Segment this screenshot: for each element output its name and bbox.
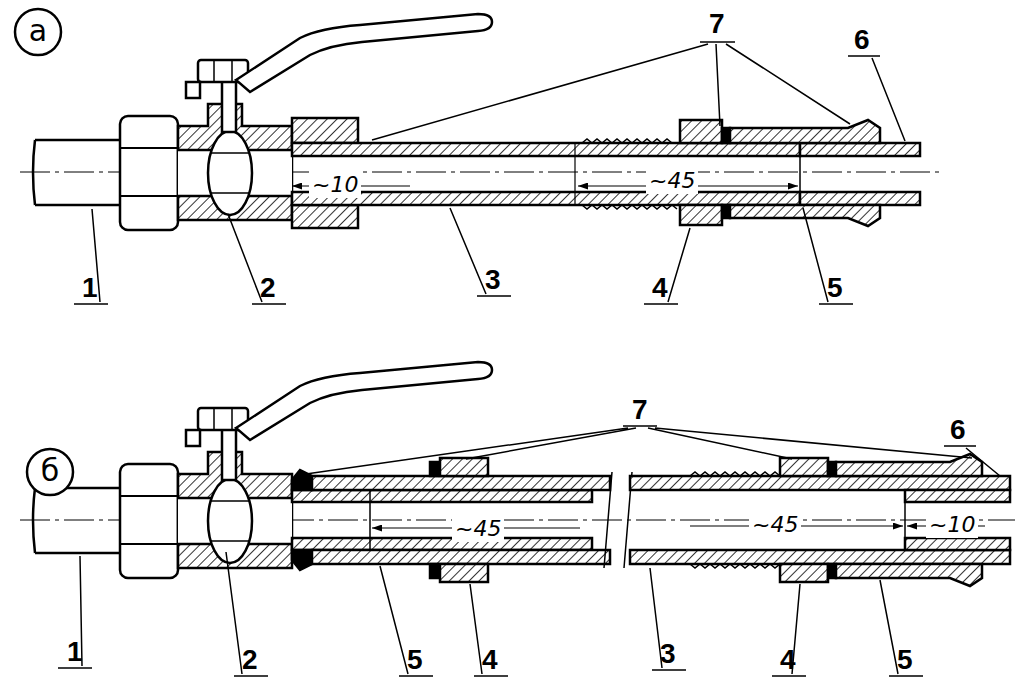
callout-number: 5 — [897, 646, 913, 674]
dimension-label: ~10 — [309, 171, 361, 198]
dimension-label: ~10 — [926, 511, 978, 538]
dimension-label: ~45 — [749, 511, 801, 538]
callout-number: 4 — [482, 646, 498, 674]
callout-number: 1 — [82, 274, 98, 302]
dimension-label: ~45 — [646, 167, 698, 194]
panel-letter: а — [29, 16, 47, 46]
panel-letter: б — [41, 456, 60, 486]
callout-number: 3 — [485, 266, 501, 294]
callout-number: 4 — [652, 274, 668, 302]
callout-number: 1 — [67, 638, 83, 666]
callout-number: 5 — [407, 646, 423, 674]
callout-number: 2 — [242, 646, 258, 674]
callout-number: 7 — [632, 396, 648, 424]
callout-number: 3 — [660, 640, 676, 668]
callout-number: 6 — [950, 416, 966, 444]
panel-letter-circle: а — [13, 7, 63, 57]
assembly-a — [20, 14, 940, 304]
callout-number: 2 — [260, 274, 276, 302]
callout-number: 6 — [854, 26, 870, 54]
assembly-b — [20, 362, 1015, 676]
callout-number: 7 — [709, 10, 725, 38]
dimension-label: ~45 — [452, 515, 504, 542]
panel-letter-circle: б — [25, 447, 75, 497]
callout-number: 5 — [827, 274, 843, 302]
callout-number: 4 — [780, 646, 796, 674]
